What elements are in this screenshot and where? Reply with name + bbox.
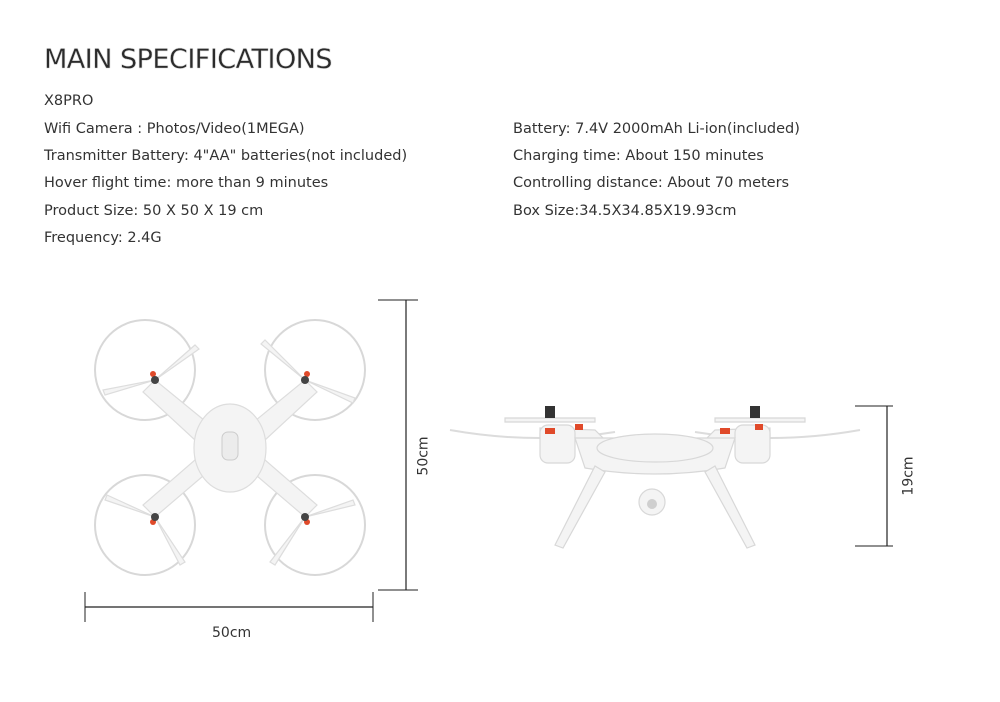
page-title: MAIN SPECIFICATIONS bbox=[44, 44, 333, 75]
dimension-label-side-height: 19cm bbox=[900, 456, 917, 496]
dimension-label-height: 50cm bbox=[415, 436, 432, 476]
spec-charging-time: Charging time: About 150 minutes bbox=[513, 148, 764, 164]
spec-battery: Battery: 7.4V 2000mAh Li-ion(included) bbox=[513, 121, 800, 137]
drone-side-view bbox=[449, 406, 861, 549]
spec-control-distance: Controlling distance: About 70 meters bbox=[513, 175, 790, 191]
dimension-line-width bbox=[84, 592, 374, 622]
dimension-line-side-height bbox=[855, 405, 893, 547]
spec-box-size: Box Size:34.5X34.85X19.93cm bbox=[513, 203, 737, 219]
spec-frequency: Frequency: 2.4G bbox=[44, 230, 162, 246]
spec-product-size: Product Size: 50 X 50 X 19 cm bbox=[44, 203, 264, 219]
drone-top-view bbox=[94, 319, 366, 576]
model-name: X8PRO bbox=[44, 93, 94, 109]
spec-transmitter-battery: Transmitter Battery: 4"AA" batteries(not… bbox=[44, 148, 408, 164]
dimension-label-width: 50cm bbox=[212, 625, 252, 641]
dimension-line-height bbox=[378, 299, 418, 591]
spec-wifi-camera: Wifi Camera : Photos/Video(1MEGA) bbox=[44, 121, 305, 137]
spec-hover-time: Hover flight time: more than 9 minutes bbox=[44, 175, 329, 191]
